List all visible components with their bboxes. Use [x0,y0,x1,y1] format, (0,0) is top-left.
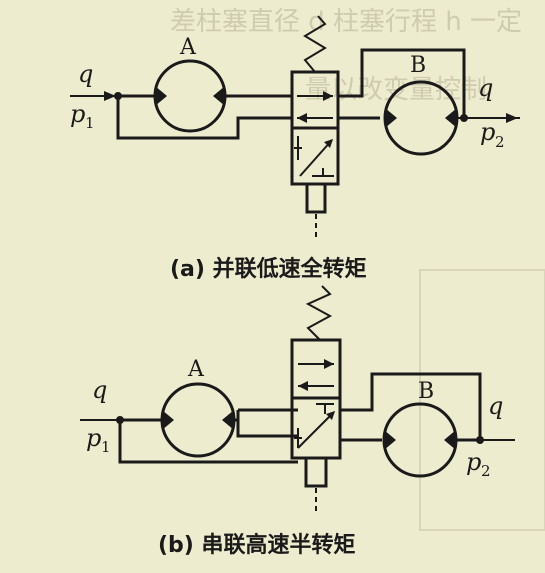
b-valve-plunger [304,456,328,488]
a-motor-a-triangle-right [213,86,225,106]
b-label-pressure-in: p [86,424,101,452]
b-valve [290,338,342,512]
diagram-a: A B q p 1 q p 2 (a) 并联低速全转矩 [70,15,520,282]
b-valve-arrow-2-icon [298,381,308,391]
b-label-motor-a: A [187,357,205,382]
b-label-motor-b: B [418,379,434,404]
a-motor-b-triangle-right [445,108,457,128]
b-valve-arrow-1-icon [324,359,334,369]
b-label-flow-out: q [488,392,503,420]
a-valve-diagonal [299,139,333,177]
b-label-pressure-out: p [466,448,481,476]
a-branch-line [116,96,292,140]
b-top-loop [340,372,482,440]
a-motor-a-triangle-left [155,86,167,106]
a-valve-plunger [305,182,327,214]
b-label-pressure-out-sub: 2 [481,462,491,480]
b-motor-a-triangle-left [162,410,174,430]
a-label-pressure-out: p [480,118,495,146]
b-caption: (b) 串联高速半转矩 [158,532,356,558]
ghost-text-line2: 量以改变量控制 [305,75,487,105]
ghost-text-line1: 差柱塞直径 d 柱塞行程 h 一定 [170,7,522,37]
a-spring-icon [303,15,327,73]
a-valve [290,70,340,240]
a-label-flow-out: q [478,74,493,102]
a-label-pressure-in-sub: 1 [85,114,95,132]
a-label-pressure-in: p [70,100,85,128]
b-motor-b-triangle-left [384,430,396,450]
b-motor-b-triangle-right [444,430,456,450]
b-spring-icon [305,285,333,341]
a-label-motor-b: B [410,53,426,78]
b-motor-a [160,382,236,458]
a-inlet-arrow-icon [104,91,116,101]
b-motor-a-triangle-right [222,410,234,430]
a-outlet-arrow-icon [506,113,518,123]
a-valve-arrow-1-icon [323,91,333,101]
a-motor-a [153,59,227,133]
a-label-flow-in: q [78,60,93,88]
diagram-b: A B q p 1 q p 2 (b) 串联高速半转矩 [80,285,515,558]
b-label-pressure-in-sub: 1 [101,438,111,456]
a-valve-arrow-2-icon [297,113,307,123]
ghost-box [419,269,545,531]
b-valve-diagonal [297,411,335,449]
a-caption: (a) 并联低速全转矩 [170,256,367,282]
a-motor-b-triangle-left [385,108,397,128]
b-valve-diag-arrow-icon [326,411,335,420]
a-label-pressure-out-sub: 2 [495,133,505,151]
b-branch-line [118,420,298,464]
a-valve-diag-arrow-icon [324,139,333,148]
b-motor-a-to-valve [234,418,298,438]
b-label-flow-in: q [92,376,107,404]
a-label-motor-a: A [179,35,197,60]
a-top-loop [338,48,466,118]
